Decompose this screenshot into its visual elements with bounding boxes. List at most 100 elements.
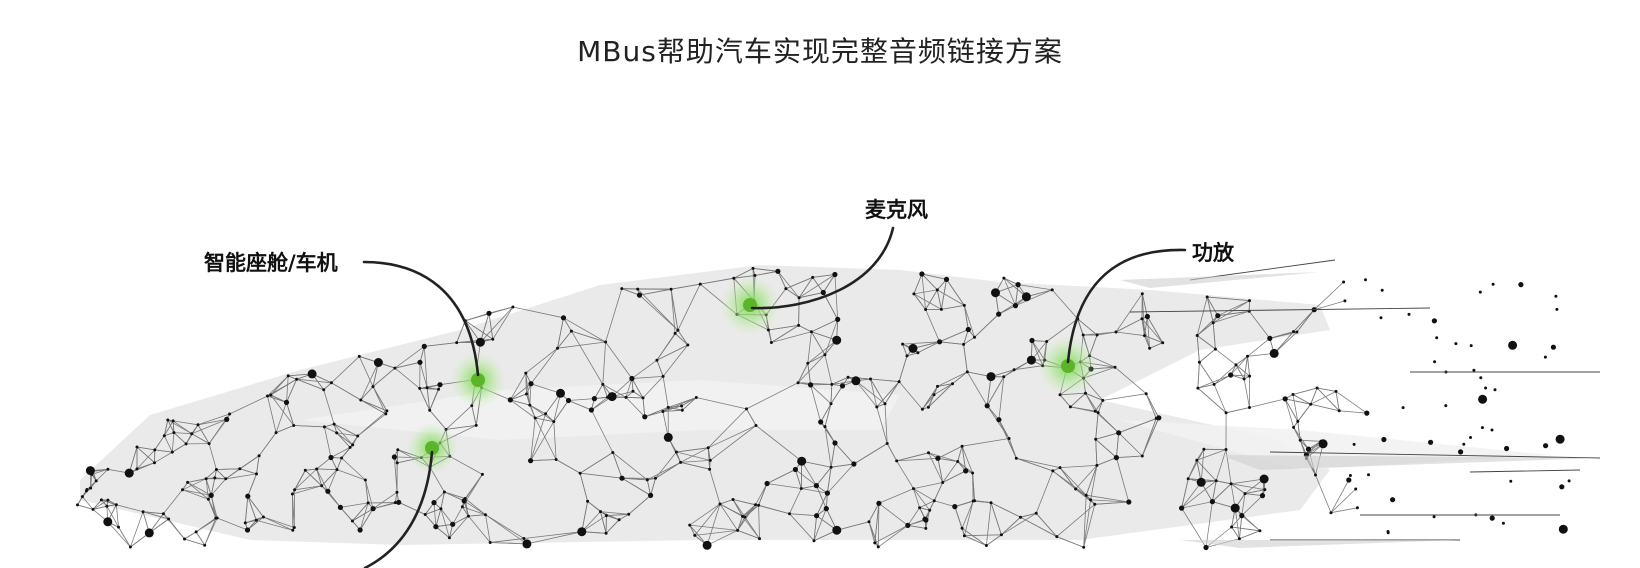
mesh-line [744,504,759,518]
mesh-line [878,488,914,504]
microphone-callout-line [750,226,895,310]
mesh-line [182,489,209,500]
mesh-node [569,329,573,333]
mesh-node [1390,497,1396,503]
mesh-line [973,500,992,504]
mesh-node [1228,372,1234,378]
mesh-node [745,407,748,411]
mesh-line [77,504,94,510]
mesh-line [1141,293,1148,317]
mesh-line [555,459,581,474]
mesh-line [707,408,747,449]
mesh-line [324,423,335,428]
mesh-line [1097,331,1117,336]
mesh-line [830,385,843,404]
mesh-node [1567,479,1571,483]
mesh-node [423,513,427,516]
mesh-node [1329,511,1333,515]
mesh-line [464,498,486,516]
mesh-line [966,371,988,407]
mesh-line [1181,480,1217,509]
mesh-line [917,341,940,354]
mesh-line [937,458,944,483]
mesh-node [679,460,683,464]
mesh-line [471,405,477,426]
mesh-line [719,503,746,518]
mesh-node [167,517,171,521]
mesh-node [758,537,761,541]
mesh-node [105,504,109,508]
mesh-line [419,388,431,411]
mesh-line [961,527,987,546]
mesh-line [115,504,119,528]
mesh-line [1335,391,1340,411]
mesh-line [316,468,329,492]
mesh-line [942,470,966,483]
mesh-line [118,526,131,548]
mesh-line [340,502,369,508]
mesh-node [1209,499,1215,505]
mesh-node [973,335,976,339]
mesh-line [797,363,809,383]
mesh-line [719,499,734,505]
mesh-line [557,341,606,349]
mesh-node [973,499,977,503]
mesh-line [1197,374,1231,389]
mesh-line [396,449,399,463]
mesh-node [224,416,230,422]
mesh-line [82,496,94,510]
mesh-line [798,325,812,333]
mesh-node [851,376,861,386]
mesh-node [447,536,451,540]
mesh-node [661,374,665,378]
mesh-line [530,383,561,394]
mesh-node [757,503,761,507]
mesh-line [1046,318,1078,342]
mesh-line [758,505,760,539]
mesh-line [618,513,629,521]
mesh-node [384,412,388,416]
mesh-node [1314,473,1317,477]
mesh-node [1493,388,1497,392]
mesh-line [670,289,679,331]
mesh-node [627,512,631,516]
mesh-line [529,404,546,415]
mesh-node [673,331,677,335]
mesh-line [1196,459,1217,482]
mesh-node [207,442,211,446]
mesh-node [190,432,194,436]
mesh-line [154,435,165,451]
mesh-line [1141,417,1160,457]
mesh-line [1144,335,1163,344]
mesh-node [1084,493,1088,497]
mesh-node [1243,492,1247,496]
mesh-line [737,530,760,539]
mesh-line [445,405,473,430]
mesh-line [142,511,169,520]
mesh-line [106,504,117,507]
mesh-line [957,446,963,462]
mesh-node [754,424,758,427]
mesh-line [580,472,623,479]
mesh-line [210,478,227,496]
mesh-node [963,468,969,474]
mesh-node [1148,346,1152,350]
mesh-node [307,369,317,379]
mesh-line [1147,316,1150,349]
mesh-node [1379,316,1383,320]
mesh-line [605,519,620,534]
mesh-node [1186,477,1190,481]
mesh-node [1291,393,1295,396]
mesh-node [153,461,156,465]
mesh-line [433,502,437,527]
mesh-node [1258,529,1262,533]
mesh-node [784,287,788,291]
mesh-line [816,492,828,516]
mesh-line [963,344,968,372]
mesh-node [1472,368,1476,372]
mesh-line [755,483,768,505]
mesh-line [490,538,524,543]
mesh-node [1045,340,1049,343]
mesh-line [1056,503,1096,537]
mesh-line [210,495,217,519]
